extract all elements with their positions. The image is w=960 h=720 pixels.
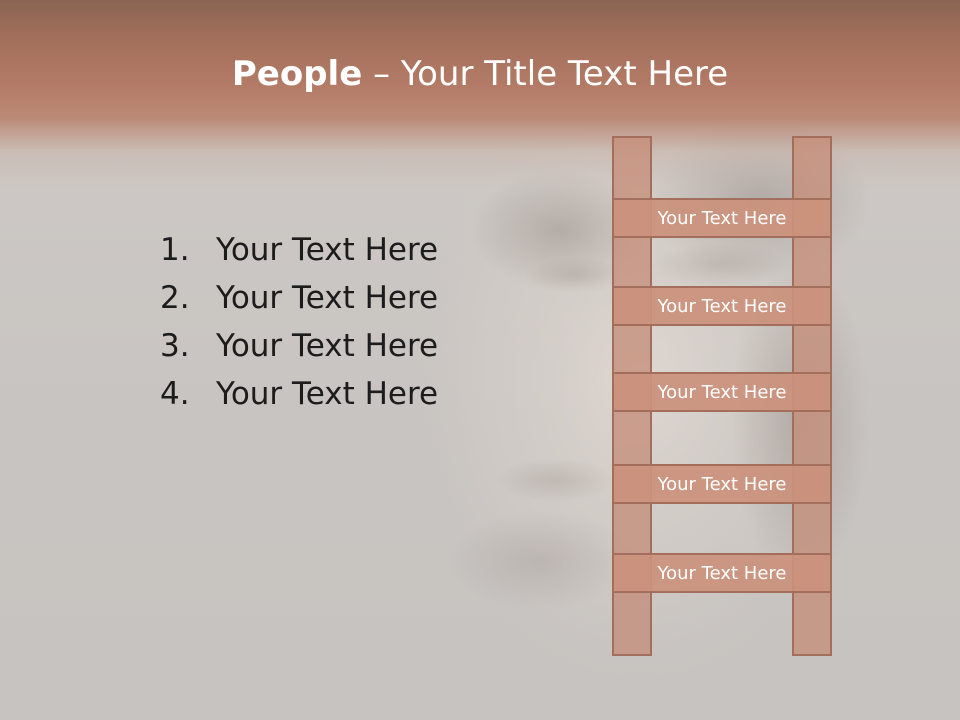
ladder-rung-1: Your Text Here [612,198,832,238]
numbered-list: 1. Your Text Here 2. Your Text Here 3. Y… [160,232,438,424]
list-item: 2. Your Text Here [160,280,438,328]
slide-title: People – Your Title Text Here [0,52,960,96]
list-item-number: 2. [160,280,190,316]
list-item: 1. Your Text Here [160,232,438,280]
title-rest-text: – Your Title Text Here [362,54,729,94]
title-bold-text: People [231,54,363,94]
list-item-text: Your Text Here [216,328,439,364]
list-item-number: 1. [160,232,190,268]
list-item: 4. Your Text Here [160,376,438,424]
list-item: 3. Your Text Here [160,328,438,376]
list-item-number: 4. [160,376,190,412]
list-item-text: Your Text Here [216,280,439,316]
list-item-text: Your Text Here [216,376,439,412]
ladder-rung-4: Your Text Here [612,464,832,504]
ladder-rung-3: Your Text Here [612,372,832,412]
list-item-text: Your Text Here [216,232,439,268]
list-item-number: 3. [160,328,190,364]
ladder-rung-5: Your Text Here [612,553,832,593]
ladder-rung-2: Your Text Here [612,286,832,326]
